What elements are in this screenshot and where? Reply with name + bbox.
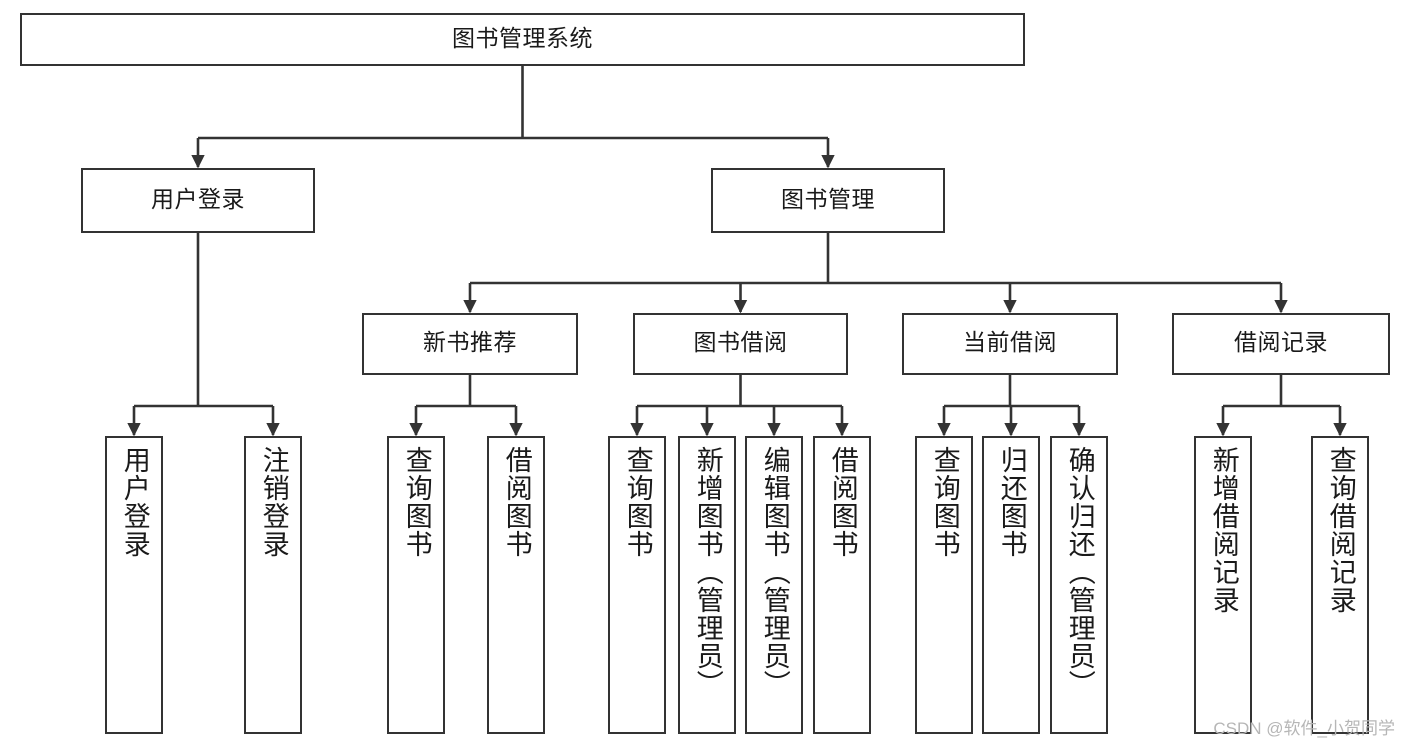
- node-label-leaf_borrow_book_2: 借阅图书: [826, 446, 858, 558]
- node-label-leaf_confirm_ret: 确认归还（管理员）: [1063, 446, 1095, 698]
- node-label-leaf_query_book_2: 查询图书: [621, 446, 653, 558]
- node-label-leaf_logout: 注销登录: [257, 446, 289, 558]
- node-label-leaf_add_book: 新增图书（管理员）: [691, 446, 723, 698]
- node-leaf_query_book_1[interactable]: 查询图书: [387, 436, 445, 734]
- node-label-new_book_rec: 新书推荐: [423, 330, 517, 357]
- node-label-book_mgmt: 图书管理: [781, 186, 875, 213]
- node-new_book_rec[interactable]: 新书推荐: [362, 313, 578, 375]
- node-borrow_record[interactable]: 借阅记录: [1172, 313, 1390, 375]
- node-label-current_borrow: 当前借阅: [963, 330, 1057, 357]
- node-label-leaf_return_book: 归还图书: [995, 446, 1027, 558]
- node-leaf_query_book_3[interactable]: 查询图书: [915, 436, 973, 734]
- node-label-leaf_add_record: 新增借阅记录: [1207, 446, 1239, 614]
- node-leaf_query_book_2[interactable]: 查询图书: [608, 436, 666, 734]
- node-label-root: 图书管理系统: [452, 25, 593, 52]
- node-current_borrow[interactable]: 当前借阅: [902, 313, 1118, 375]
- node-label-user_login: 用户登录: [151, 186, 245, 213]
- node-leaf_logout[interactable]: 注销登录: [244, 436, 302, 734]
- node-label-leaf_borrow_book_1: 借阅图书: [500, 446, 532, 558]
- node-label-leaf_edit_book: 编辑图书（管理员）: [758, 446, 790, 698]
- node-label-leaf_user_login: 用户登录: [118, 446, 150, 558]
- node-user_login[interactable]: 用户登录: [81, 168, 315, 233]
- node-label-leaf_query_book_3: 查询图书: [928, 446, 960, 558]
- node-leaf_borrow_book_2[interactable]: 借阅图书: [813, 436, 871, 734]
- node-book_borrow[interactable]: 图书借阅: [633, 313, 848, 375]
- node-label-book_borrow: 图书借阅: [693, 330, 788, 357]
- node-leaf_add_record[interactable]: 新增借阅记录: [1194, 436, 1252, 734]
- node-leaf_query_record[interactable]: 查询借阅记录: [1311, 436, 1369, 734]
- node-label-leaf_query_record: 查询借阅记录: [1324, 446, 1356, 614]
- node-book_mgmt[interactable]: 图书管理: [711, 168, 945, 233]
- node-leaf_borrow_book_1[interactable]: 借阅图书: [487, 436, 545, 734]
- node-label-borrow_record: 借阅记录: [1234, 330, 1328, 357]
- node-root[interactable]: 图书管理系统: [20, 13, 1025, 66]
- csdn-watermark: CSDN @软件_小贺同学: [1213, 719, 1395, 738]
- node-leaf_add_book[interactable]: 新增图书（管理员）: [678, 436, 736, 734]
- node-leaf_edit_book[interactable]: 编辑图书（管理员）: [745, 436, 803, 734]
- node-label-leaf_query_book_1: 查询图书: [400, 446, 432, 558]
- node-leaf_user_login[interactable]: 用户登录: [105, 436, 163, 734]
- node-leaf_return_book[interactable]: 归还图书: [982, 436, 1040, 734]
- node-leaf_confirm_ret[interactable]: 确认归还（管理员）: [1050, 436, 1108, 734]
